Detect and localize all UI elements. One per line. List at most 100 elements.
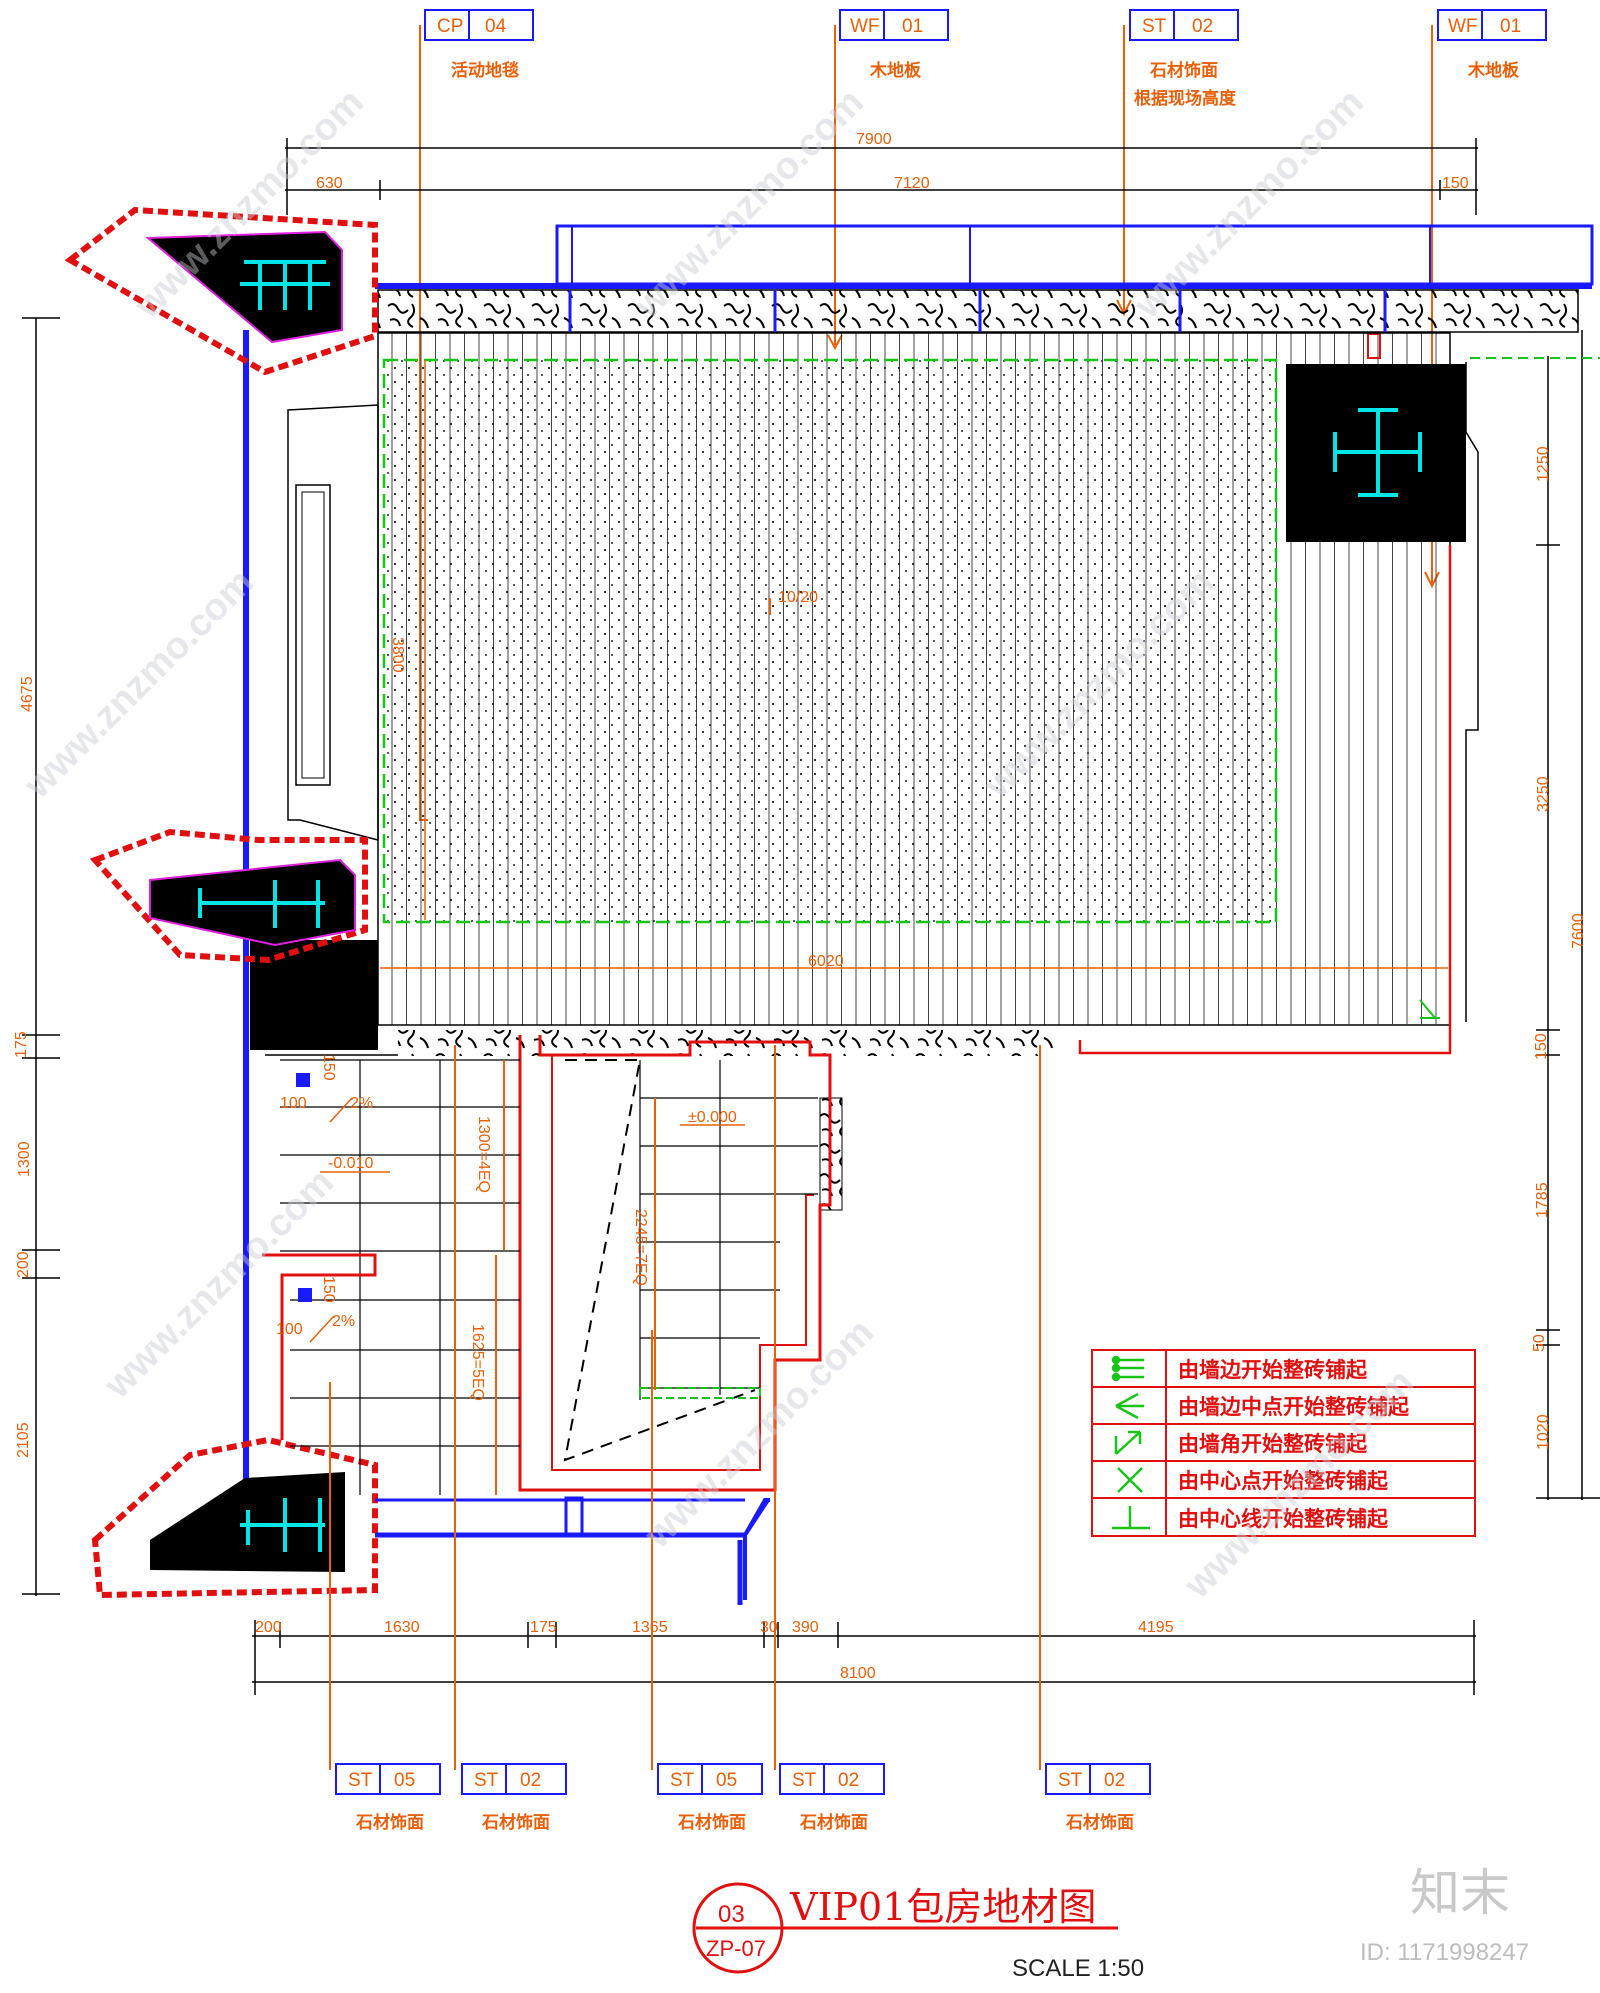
lower-area: 1300=4EQ 1625=5EQ 2245=7EQ ±0.000 -0.010… [262, 1030, 1058, 1605]
dim-left-3: 1300 [16, 1141, 33, 1177]
right-dimensions: 1250 3250 150 1785 50 1020 7600 [1470, 330, 1600, 1500]
tag-num: 02 [520, 1770, 541, 1791]
dim-top-mid: 7120 [894, 175, 930, 192]
legend-item-3: 由墙角开始整砖铺起 [1178, 1432, 1368, 1456]
bottom-dimensions: 200 1630 175 1365 30 390 4195 8100 [252, 1619, 1476, 1695]
dim-bottom-total: 8100 [840, 1665, 876, 1682]
column-bottom-left [91, 1436, 378, 1599]
image-id-watermark: ID: 1171998247 [1360, 1939, 1529, 1966]
tag-label: 活动地毯 [451, 60, 519, 81]
tag-num: 02 [838, 1770, 859, 1791]
tag-label: 石材饰面 [481, 1812, 550, 1833]
center-point-icon [1117, 1467, 1143, 1493]
tag-num: 01 [1500, 16, 1521, 37]
tag-num: 02 [1104, 1770, 1125, 1791]
tag-label: 木地板 [869, 60, 922, 81]
tile-small: 100 [280, 1095, 307, 1112]
dim-tile-a: 1300=4EQ [475, 1116, 492, 1193]
tag-code: ST [348, 1770, 373, 1791]
left-dimensions: 4675 175 1300 200 2105 [13, 317, 60, 1596]
corner-icon [1114, 1430, 1142, 1455]
drawing-title-text: VIP01包房地材图 [789, 1885, 1096, 1929]
tag-label: 石材饰面 [1149, 60, 1218, 81]
brand-watermark: 知末 [1410, 1864, 1510, 1922]
tag-code: ST [792, 1770, 817, 1791]
legend-item-5: 由中心线开始整砖铺起 [1178, 1507, 1389, 1531]
dim-bottom-4: 1365 [632, 1619, 668, 1636]
dim-right-2: 3250 [1535, 776, 1552, 812]
tag-bottom-3: ST 05 石材饰面 [657, 1763, 763, 1833]
dim-bottom-3: 175 [530, 1619, 557, 1636]
dim-left-2: 175 [13, 1031, 30, 1058]
tag-label: 石材饰面 [799, 1812, 868, 1833]
wall-mid-icon [1115, 1392, 1144, 1420]
tag-code: ST [1142, 16, 1167, 37]
tag-bottom-1: ST 05 石材饰面 [335, 1763, 441, 1833]
dim-right-total: 7600 [1570, 913, 1587, 949]
tag-top-2: WF 01 木地板 [839, 9, 949, 81]
watermark-text-6: www.znzmo.com [96, 1161, 342, 1407]
tag-code: ST [474, 1770, 499, 1791]
tag-num: 05 [716, 1770, 737, 1791]
dim-bottom-5: 30 [760, 1619, 778, 1636]
column-symbol-right [1333, 408, 1422, 497]
drawing-number-bottom: ZP-07 [706, 1936, 766, 1961]
tag-label: 木地板 [1467, 60, 1520, 81]
dim-left-5: 2105 [15, 1422, 32, 1458]
tag-top-4: WF 01 木地板 [1437, 9, 1547, 81]
column-mid-left [89, 828, 368, 964]
tag-top-3: ST 02 石材饰面 根据现场高度 [1129, 9, 1239, 109]
tag-code: ST [1058, 1770, 1083, 1791]
main-room: 3800 6020 10/20 [377, 332, 1479, 1055]
dim-right-3: 150 [1533, 1033, 1550, 1060]
legend-item-1: 由墙边开始整砖铺起 [1178, 1358, 1368, 1382]
tag-label-2: 根据现场高度 [1134, 88, 1237, 109]
tag-code: CP [437, 16, 463, 37]
bottom-material-tags: ST 05 石材饰面 ST 02 石材饰面 ST 05 石材饰面 ST 02 石… [329, 1045, 1151, 1833]
tag-label: 石材饰面 [355, 1812, 424, 1833]
drawing-number-top: 03 [718, 1901, 745, 1928]
top-window-wall [375, 224, 1594, 359]
center-line-icon [1112, 1506, 1150, 1530]
column-top-left [64, 206, 378, 376]
dim-right-6: 1020 [1535, 1414, 1552, 1450]
tag-top-1: CP 04 活动地毯 [424, 9, 534, 81]
drain-b: 150 [320, 1276, 337, 1303]
tag-label: 石材饰面 [677, 1812, 746, 1833]
dim-right-4: 1785 [1534, 1182, 1551, 1218]
tag-code: WF [850, 16, 880, 37]
dim-top-total: 7900 [856, 131, 892, 148]
dim-right-1: 1250 [1535, 446, 1552, 482]
tag-num: 01 [902, 16, 923, 37]
top-dimensions: 7900 630 7120 150 [285, 131, 1478, 215]
tag-bottom-4: ST 02 石材饰面 [779, 1763, 885, 1833]
carpet-area [384, 360, 1276, 922]
tag-code: WF [1448, 16, 1478, 37]
lamp-mark: 10/20 [778, 589, 818, 606]
dim-left-1: 4675 [19, 676, 36, 712]
tag-num: 02 [1192, 16, 1213, 37]
tiling-legend: 由墙边开始整砖铺起 由墙边中点开始整砖铺起 由墙角开始整砖铺起 由中心点开始整砖… [1091, 1349, 1476, 1537]
watermark-text-7: www.znzmo.com [636, 1311, 882, 1557]
slope-1: 2% [350, 1095, 373, 1112]
dim-bottom-2: 1630 [384, 1619, 420, 1636]
dim-top-right: 150 [1442, 175, 1469, 192]
drawing-title: 03 ZP-07 VIP01包房地材图 SCALE 1:50 [692, 1882, 1144, 1982]
dim-tile-b: 1625=5EQ [469, 1324, 486, 1401]
tag-label: 石材饰面 [1065, 1812, 1134, 1833]
legend-item-2: 由墙边中点开始整砖铺起 [1178, 1395, 1410, 1419]
top-material-tags: CP 04 活动地毯 WF 01 木地板 ST 02 石材饰面 根据现场高度 W… [419, 9, 1547, 821]
drain-a: 150 [320, 1054, 337, 1081]
tag-num: 04 [485, 16, 507, 37]
left-wall [64, 206, 379, 1599]
dim-carpet-height: 3800 [389, 637, 406, 673]
wall-edge-icon [1111, 1355, 1144, 1382]
tag-num: 05 [394, 1770, 415, 1791]
elev-wash: -0.010 [328, 1155, 373, 1172]
dim-bottom-1: 200 [255, 1619, 282, 1636]
dim-top-left: 630 [316, 175, 343, 192]
slope-2: 2% [332, 1313, 355, 1330]
drawing-scale: SCALE 1:50 [1012, 1955, 1144, 1982]
dim-tile-c: 2245=7EQ [632, 1209, 649, 1286]
